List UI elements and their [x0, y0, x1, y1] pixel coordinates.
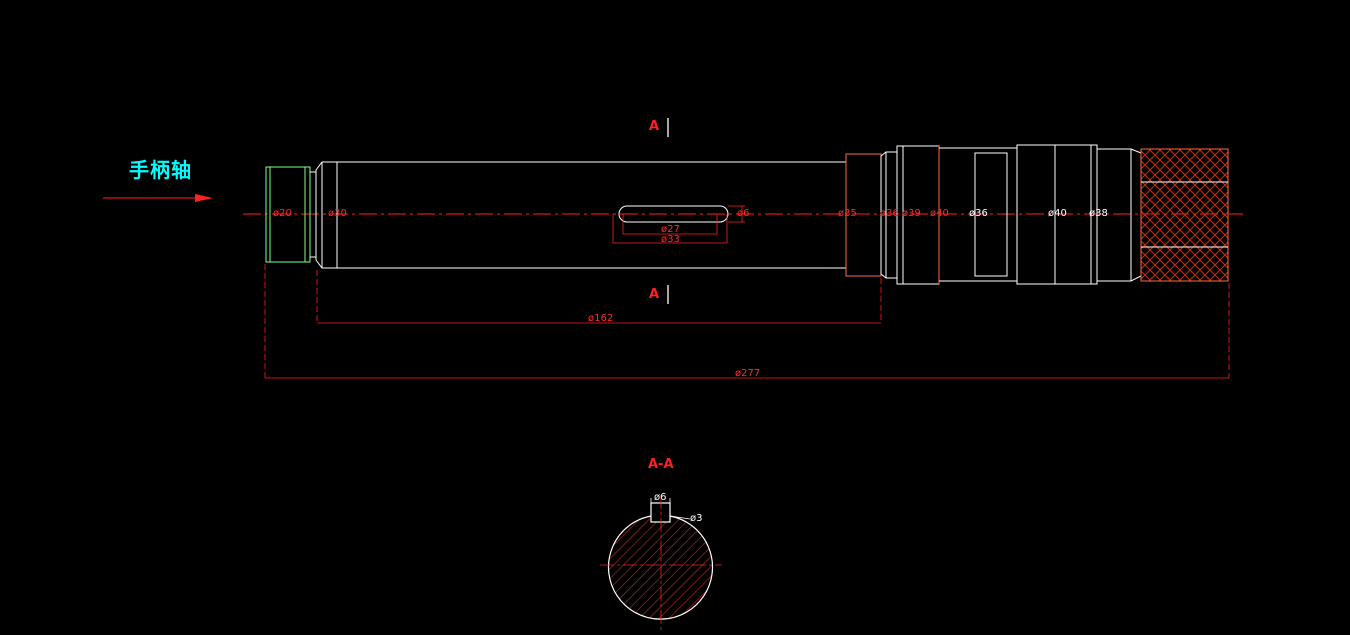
section-marker-bottom: A [649, 287, 660, 302]
section-marker-top: A [649, 119, 660, 134]
dim-d35: ø35 [838, 208, 857, 219]
knurled-handle [1140, 148, 1229, 282]
length-dimension-162 [316, 270, 882, 324]
dim-d6-slot: ø6 [737, 208, 750, 219]
dim-key-width: ø6 [654, 492, 667, 503]
dim-d36b: ø36 [969, 208, 988, 219]
keyway-dim-lines [612, 205, 745, 244]
keyway-slot [618, 205, 729, 223]
dim-len-277: ø277 [735, 368, 761, 379]
length-dimension-277 [264, 264, 1230, 379]
dim-d40a: ø40 [930, 208, 949, 219]
dim-key-depth: ø3 [690, 513, 703, 524]
direction-arrow [103, 194, 213, 202]
dim-len-162: ø162 [588, 313, 614, 324]
dim-d30: ø30 [328, 208, 347, 219]
part-name-title: 手柄轴 [129, 158, 192, 182]
shaft-outline [265, 144, 1142, 285]
dim-d20: ø20 [273, 208, 292, 219]
dim-d39: ø39 [902, 208, 921, 219]
dim-d40b: ø40 [1048, 208, 1067, 219]
dim-d27: ø27 [661, 224, 680, 235]
section-view-aa [600, 495, 722, 630]
section-view-title: A-A [648, 457, 674, 472]
dim-d38: ø38 [1089, 208, 1108, 219]
dim-d33: ø33 [661, 234, 680, 245]
dim-d36a: ø36 [880, 208, 899, 219]
end-segment-d20 [265, 166, 311, 263]
